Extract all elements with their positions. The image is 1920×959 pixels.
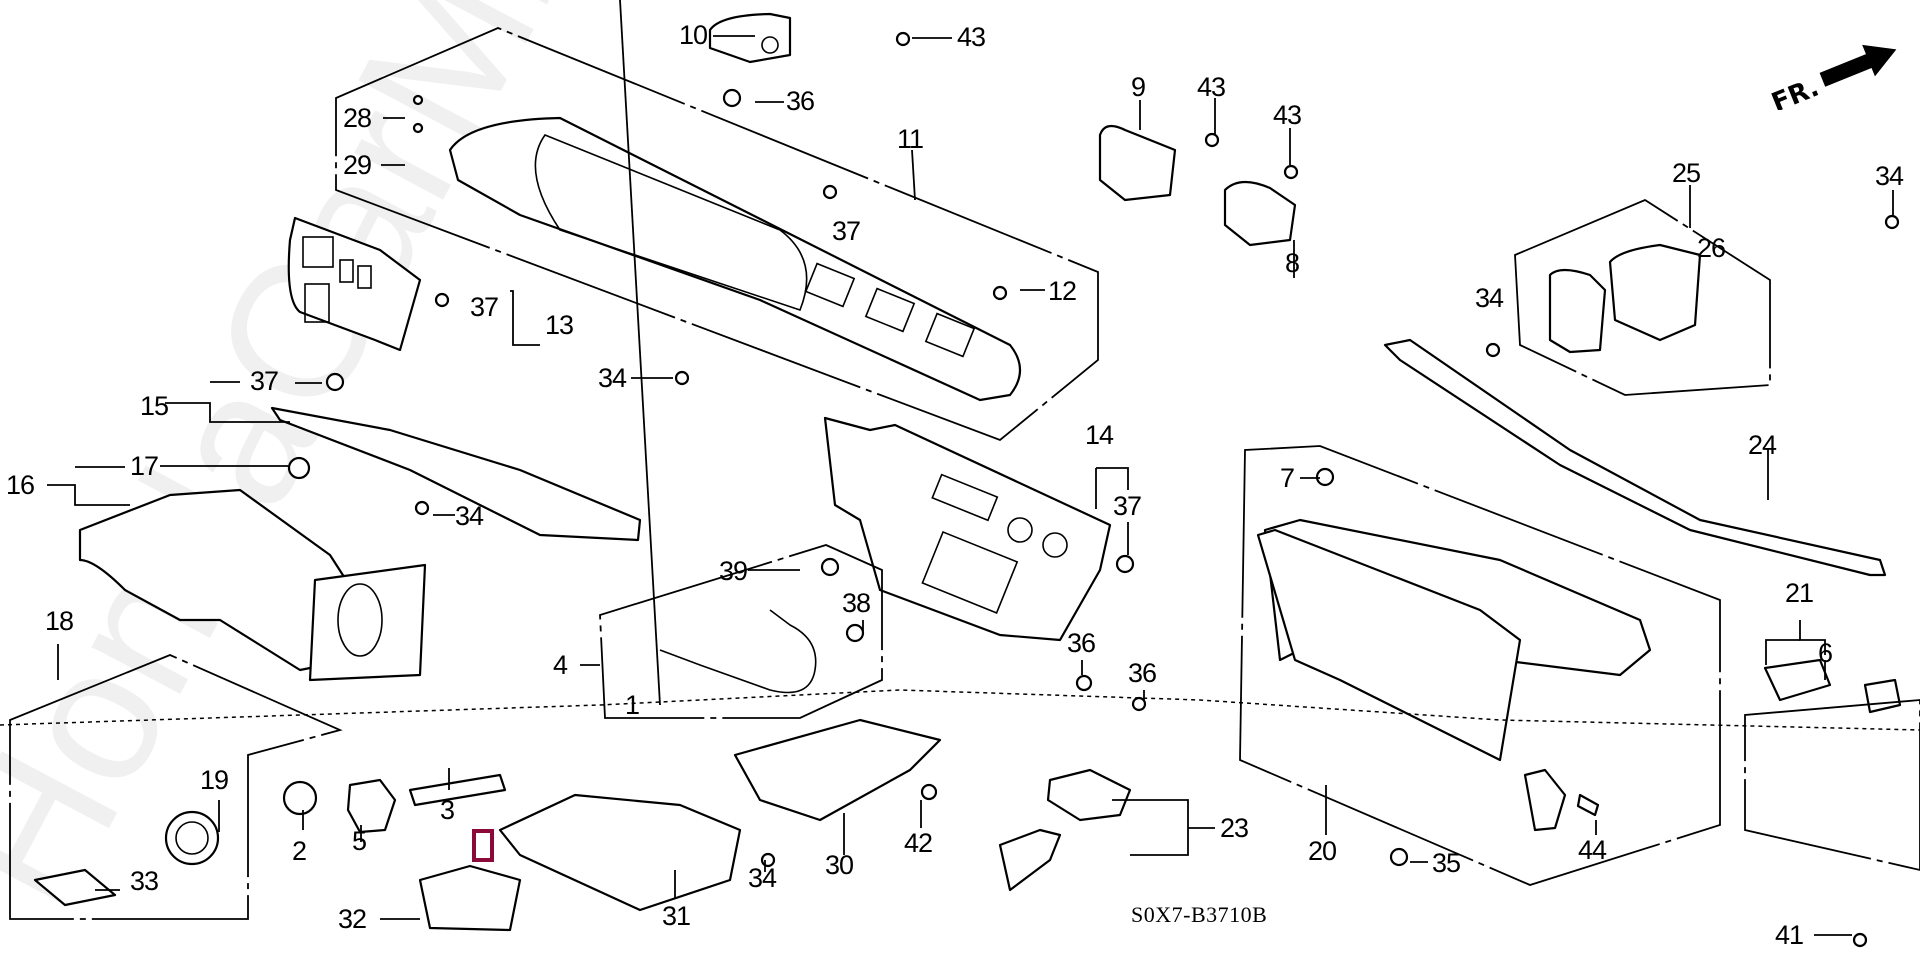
- callout-1[interactable]: 1: [625, 690, 640, 720]
- part-switch-panel-13[interactable]: [287, 216, 422, 352]
- callout-28[interactable]: 28: [343, 103, 372, 133]
- callout-35[interactable]: 35: [1432, 848, 1461, 878]
- callout-37[interactable]: 37: [470, 292, 499, 322]
- callout-36[interactable]: 36: [786, 86, 815, 116]
- callout-34[interactable]: 34: [1475, 283, 1504, 313]
- part-tray-32[interactable]: [418, 864, 522, 932]
- leader-lines: [47, 0, 1894, 936]
- callout-9[interactable]: 9: [1131, 72, 1146, 102]
- callout-34[interactable]: 34: [1875, 161, 1904, 191]
- callout-18[interactable]: 18: [45, 606, 74, 636]
- diagram-code: S0X7-B3710B: [1131, 902, 1268, 927]
- callout-6[interactable]: 6: [1818, 638, 1833, 668]
- part-glove-box-door[interactable]: [1256, 528, 1522, 762]
- callout-24[interactable]: 24: [1748, 430, 1777, 460]
- part-latch-21[interactable]: [1763, 658, 1832, 702]
- callout-13[interactable]: 13: [545, 310, 574, 340]
- callout-15[interactable]: 15: [140, 391, 169, 421]
- part-kick-panel[interactable]: [308, 563, 427, 682]
- callout-20[interactable]: 20: [1308, 836, 1337, 866]
- part-harness-3[interactable]: [408, 773, 507, 807]
- callout-17[interactable]: 17: [130, 451, 159, 481]
- part-meter-visor[interactable]: [448, 116, 1022, 402]
- part-center-panel-14[interactable]: [823, 416, 1112, 642]
- part-harness-1[interactable]: [659, 609, 817, 694]
- part-pin-44[interactable]: [1576, 793, 1600, 817]
- group-outline-18: [9, 654, 343, 920]
- callout-34[interactable]: 34: [748, 863, 777, 893]
- callout-29[interactable]: 29: [343, 150, 372, 180]
- callout-41[interactable]: 41: [1775, 920, 1804, 950]
- callout-19[interactable]: 19: [200, 765, 229, 795]
- callout-31[interactable]: 31: [662, 901, 691, 931]
- callout-16[interactable]: 16: [6, 470, 35, 500]
- part-hinge[interactable]: [1523, 768, 1567, 832]
- callout-37[interactable]: 37: [1113, 491, 1142, 521]
- part-vent-10[interactable]: [708, 12, 792, 64]
- callout-21[interactable]: 21: [1785, 578, 1814, 608]
- callout-26[interactable]: 26: [1697, 233, 1726, 263]
- part-lower-cover-15[interactable]: [270, 406, 642, 542]
- callout-2[interactable]: 2: [292, 836, 307, 866]
- group-outline-20: [1239, 445, 1721, 886]
- part-bracket-24[interactable]: [1383, 338, 1887, 577]
- part-pad-33[interactable]: [33, 868, 117, 907]
- front-label: FR.: [1767, 73, 1823, 110]
- callout-3[interactable]: 3: [440, 795, 455, 825]
- callout-32[interactable]: 32: [338, 904, 367, 934]
- part-socket-2[interactable]: [282, 780, 318, 816]
- callout-8[interactable]: 8: [1285, 248, 1300, 278]
- callout-11[interactable]: 11: [897, 124, 924, 154]
- part-vent-9[interactable]: [1098, 124, 1177, 202]
- callout-43[interactable]: 43: [957, 22, 986, 52]
- part-grommet-19[interactable]: [164, 810, 220, 866]
- arrow-right-icon: [1819, 44, 1897, 87]
- callout-23[interactable]: 23: [1220, 813, 1249, 843]
- group-outline-25: [1514, 198, 1771, 396]
- part-vent-8[interactable]: [1223, 180, 1297, 247]
- callout-4[interactable]: 4: [553, 650, 568, 680]
- group-outline-11: [335, 27, 1099, 442]
- part-vent-26[interactable]: [1548, 268, 1607, 354]
- callout-5[interactable]: 5: [352, 826, 367, 856]
- callout-37[interactable]: 37: [832, 216, 861, 246]
- callout-12[interactable]: 12: [1048, 276, 1077, 306]
- group-outline-right: [1744, 699, 1920, 871]
- callout-37[interactable]: 37: [250, 366, 279, 396]
- part-pocket-31[interactable]: [498, 793, 742, 912]
- callout-43[interactable]: 43: [1273, 100, 1302, 130]
- callout-33[interactable]: 33: [130, 866, 159, 896]
- part-knob-6[interactable]: [1863, 678, 1902, 714]
- fasteners: [287, 31, 1900, 948]
- callout-30[interactable]: 30: [825, 850, 854, 880]
- callout-43[interactable]: 43: [1197, 72, 1226, 102]
- part-duct-25[interactable]: [1608, 243, 1702, 342]
- callout-38[interactable]: 38: [842, 588, 871, 618]
- front-direction-indicator: FR.: [1767, 44, 1897, 110]
- callout-7[interactable]: 7: [1280, 463, 1295, 493]
- part-holder-5[interactable]: [346, 778, 397, 834]
- callout-10[interactable]: 10: [679, 20, 708, 50]
- group-outline-4: [599, 544, 883, 719]
- callout-34[interactable]: 34: [598, 363, 627, 393]
- callout-34[interactable]: 34: [455, 501, 484, 531]
- selection-marker[interactable]: [472, 829, 494, 862]
- part-bracket-30[interactable]: [733, 718, 942, 822]
- part-lock-23[interactable]: [1046, 768, 1132, 822]
- callout-25[interactable]: 25: [1672, 158, 1701, 188]
- callout-39[interactable]: 39: [719, 556, 748, 586]
- part-key-23[interactable]: [998, 828, 1062, 892]
- callout-44[interactable]: 44: [1578, 835, 1607, 865]
- break-line: [0, 689, 1920, 731]
- callout-36[interactable]: 36: [1128, 658, 1157, 688]
- callout-36[interactable]: 36: [1067, 628, 1096, 658]
- callout-42[interactable]: 42: [904, 828, 933, 858]
- callout-14[interactable]: 14: [1085, 420, 1114, 450]
